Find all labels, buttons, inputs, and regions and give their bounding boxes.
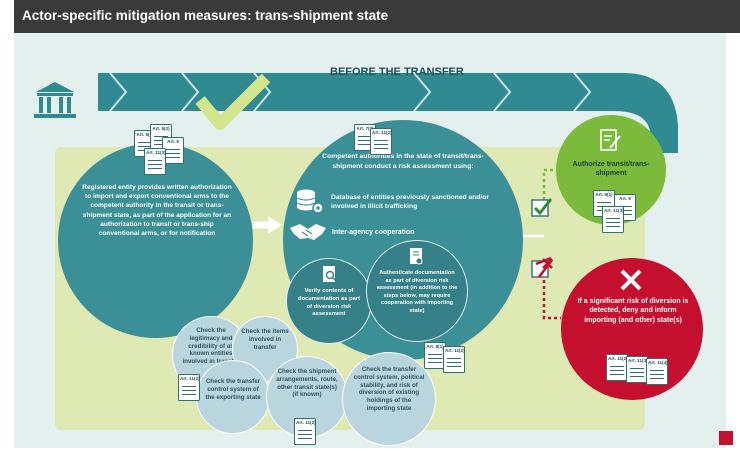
check-legitimacy-text: Check the legitimacy and credibility of … <box>182 327 240 365</box>
magnifier-document-icon <box>323 266 337 282</box>
document-icon: Art. 11(2) <box>606 354 628 381</box>
deny-text: If a significant risk of diversion is de… <box>577 298 689 324</box>
title-bar: Actor-specific mitigation measures: tran… <box>14 0 740 33</box>
step-registered-entity <box>58 143 253 338</box>
document-icon: Art. 11(2) <box>370 128 392 155</box>
page-title: Actor-specific mitigation measures: tran… <box>22 8 389 23</box>
check-exporting-text: Check the transfer control system of the… <box>205 378 261 401</box>
document-icon: Art. 11(2) <box>294 418 316 445</box>
document-seal-icon <box>410 248 423 265</box>
database-item-text: Database of entities previously sanction… <box>331 194 489 211</box>
database-icon <box>296 189 324 214</box>
risk-assessment-heading: Competent authorities in the state of tr… <box>322 153 484 170</box>
authorize-text: Authorize transit/trans-shipment <box>572 161 650 178</box>
checkbox-checked-icon <box>531 198 553 217</box>
cross-icon <box>620 269 642 291</box>
check-importing-text: Check the transfer control system, polit… <box>353 366 425 412</box>
check-importing-circle <box>342 352 436 446</box>
document-pen-icon <box>600 129 621 151</box>
checkmark-icon <box>195 73 271 130</box>
document-icon: Art. 11(3) <box>144 148 166 175</box>
document-icon: Art. 11(2) <box>443 346 465 373</box>
inter-agency-text: Inter-agency cooperation <box>332 229 415 236</box>
document-icon: Art. 11(3) <box>602 206 624 233</box>
logo-icon <box>719 431 733 445</box>
document-icon: Art. 11(4) <box>646 358 668 385</box>
check-items-text: Check the items involved in transfer <box>241 328 289 351</box>
stage-label: BEFORE THE TRANSFER <box>330 66 464 78</box>
document-icon: Art. 11(2) <box>178 374 200 401</box>
building-icon <box>34 82 76 118</box>
document-icon: Art. 11(3) <box>626 356 648 383</box>
check-shipment-text: Check the shipment arrangements, route, … <box>276 368 338 399</box>
check-exporting-circle <box>196 360 270 434</box>
handshake-icon <box>290 224 326 240</box>
verify-documentation-text: Verify contents of documentation as part… <box>297 288 361 318</box>
step-registered-entity-text: Registered entity provides written autho… <box>82 184 232 238</box>
authenticate-documentation-text: Authenticate documentation as part of di… <box>376 270 458 314</box>
checkbox-crossed-icon <box>531 256 553 278</box>
